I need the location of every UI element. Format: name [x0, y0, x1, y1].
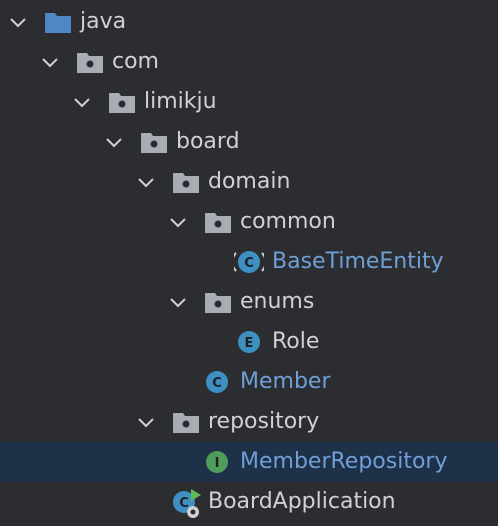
package-folder-icon: [205, 213, 231, 233]
icon-letter: C: [244, 256, 254, 271]
tree-node-domain[interactable]: domain: [0, 162, 498, 202]
tree-node-limikju[interactable]: limikju: [0, 82, 498, 122]
tree-node-label: repository: [208, 409, 320, 434]
tree-node-member-repository[interactable]: I MemberRepository: [0, 442, 498, 482]
tree-node-label: Member: [240, 369, 331, 394]
tree-node-label: common: [240, 209, 336, 234]
tree-node-label: MemberRepository: [240, 449, 448, 474]
abstract-class-icon: C: [234, 251, 264, 273]
tree-node-board[interactable]: board: [0, 122, 498, 162]
package-folder-icon: [77, 53, 103, 73]
package-folder-icon: [109, 93, 135, 113]
icon-letter: E: [245, 336, 254, 351]
tree-node-common[interactable]: common: [0, 202, 498, 242]
icon-letter: C: [212, 376, 222, 391]
chevron-down-icon[interactable]: [70, 90, 94, 114]
tree-node-base-time-entity[interactable]: C BaseTimeEntity: [0, 242, 498, 282]
tree-node-label: BoardApplication: [208, 489, 396, 514]
tree-node-com[interactable]: com: [0, 42, 498, 82]
chevron-down-icon[interactable]: [134, 170, 158, 194]
chevron-down-icon[interactable]: [166, 210, 190, 234]
tree-node-label: limikju: [144, 89, 217, 114]
package-folder-icon: [173, 173, 199, 193]
tree-node-label: domain: [208, 169, 291, 194]
chevron-down-icon[interactable]: [6, 10, 30, 34]
run-marker-icon: [191, 489, 201, 501]
tree-node-label: BaseTimeEntity: [272, 249, 444, 274]
tree-node-java[interactable]: java: [0, 2, 498, 42]
tree-node-repository[interactable]: repository: [0, 402, 498, 442]
tree-node-label: com: [112, 49, 159, 74]
icon-letter: C: [179, 496, 189, 511]
tree-node-role[interactable]: E Role: [0, 322, 498, 362]
package-folder-icon: [173, 413, 199, 433]
chevron-down-icon[interactable]: [38, 50, 62, 74]
enum-icon: E: [238, 331, 260, 353]
chevron-down-icon[interactable]: [166, 290, 190, 314]
tree-node-label: java: [80, 9, 127, 34]
package-folder-icon: [141, 133, 167, 153]
chevron-down-icon[interactable]: [134, 410, 158, 434]
tree-node-label: enums: [240, 289, 315, 314]
tree-node-board-application[interactable]: C BoardApplication: [0, 482, 498, 522]
tree-node-label: board: [176, 129, 240, 154]
package-folder-icon: [205, 293, 231, 313]
tree-node-label: Role: [272, 329, 320, 354]
chevron-down-icon[interactable]: [102, 130, 126, 154]
class-icon: C: [206, 371, 228, 393]
spring-boot-class-icon: C: [173, 489, 201, 518]
source-folder-icon: [45, 13, 71, 33]
tree-node-member[interactable]: C Member: [0, 362, 498, 402]
icon-letter: I: [215, 456, 220, 471]
interface-icon: I: [206, 451, 228, 473]
tree-node-enums[interactable]: enums: [0, 282, 498, 322]
